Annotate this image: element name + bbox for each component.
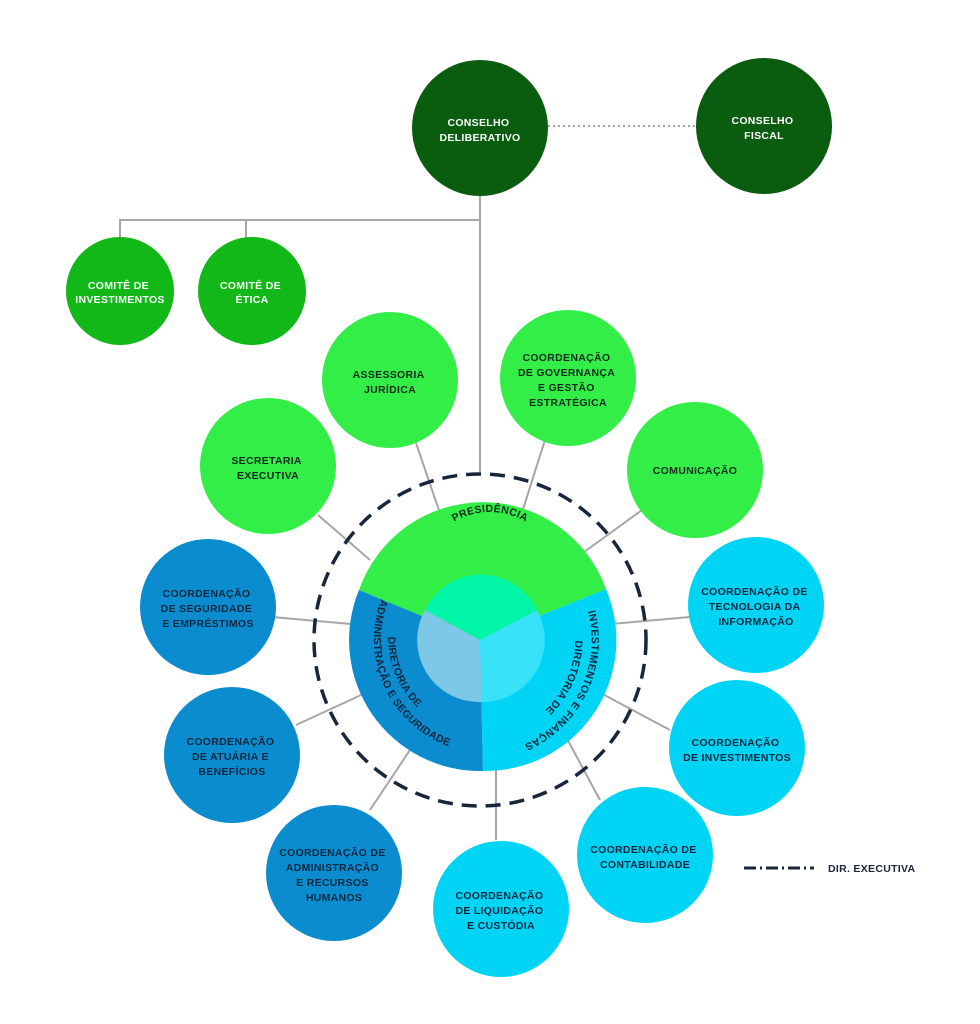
node-comite-etica[interactable]: COMITÊ DE ÉTICA bbox=[198, 237, 306, 345]
node-comite-investimentos[interactable]: COMITÊ DE INVESTIMENTOS bbox=[66, 237, 174, 345]
node-coord-atuaria[interactable]: COORDENAÇÃO DE ATUÁRIA E BENEFÍCIOS bbox=[164, 687, 300, 823]
node-label: COMITÊ DE ÉTICA bbox=[220, 279, 284, 306]
node-label: COMUNICAÇÃO bbox=[653, 464, 737, 477]
node-label: CONSELHO FISCAL bbox=[731, 115, 796, 142]
inner-green bbox=[425, 574, 537, 640]
node-label: COMITÊ DE INVESTIMENTOS bbox=[75, 279, 164, 306]
node-coord-liquidacao[interactable]: COORDENAÇÃO DE LIQUIDAÇÃO E CUSTÓDIA bbox=[433, 841, 569, 977]
inner-cyan bbox=[480, 610, 545, 703]
node-label: COORDENAÇÃO DE ATUÁRIA E BENEFÍCIOS bbox=[186, 735, 277, 778]
presidencia-sector[interactable] bbox=[359, 502, 606, 640]
node-conselho-deliberativo[interactable]: CONSELHO DELIBERATIVO bbox=[412, 60, 548, 196]
node-label: COORDENAÇÃO DE TECNOLOGIA DA INFORMAÇÃO bbox=[701, 585, 811, 628]
node-comunicacao[interactable]: COMUNICAÇÃO bbox=[627, 402, 763, 538]
node-label: COORDENAÇÃO DE LIQUIDAÇÃO E CUSTÓDIA bbox=[455, 889, 546, 932]
node-label: COORDENAÇÃO DE GOVERNANÇA E GESTÃO ESTRA… bbox=[518, 351, 618, 409]
dir-executiva-ring bbox=[312, 472, 648, 808]
node-assessoria-juridica[interactable]: ASSESSORIA JURÍDICA bbox=[322, 312, 458, 448]
node-coord-investimentos[interactable]: COORDENAÇÃO DE INVESTIMENTOS bbox=[669, 680, 805, 816]
node-coord-seguridade[interactable]: COORDENAÇÃO DE SEGURIDADE E EMPRÉSTIMOS bbox=[140, 539, 276, 675]
inner-blue bbox=[417, 610, 482, 703]
node-label: SECRETARIA EXECUTIVA bbox=[231, 455, 304, 482]
node-conselho-fiscal[interactable]: CONSELHO FISCAL bbox=[696, 58, 832, 194]
node-coord-governanca[interactable]: COORDENAÇÃO DE GOVERNANÇA E GESTÃO ESTRA… bbox=[500, 310, 636, 446]
node-label: COORDENAÇÃO DE CONTABILIDADE bbox=[590, 843, 700, 871]
node-label: COORDENAÇÃO DE ADMINISTRAÇÃO E RECURSOS … bbox=[279, 846, 389, 904]
node-label: COORDENAÇÃO DE INVESTIMENTOS bbox=[683, 736, 791, 764]
connector-lines bbox=[119, 195, 691, 840]
legend: DIR. EXECUTIVA bbox=[744, 863, 916, 875]
node-coord-contabilidade[interactable]: COORDENAÇÃO DE CONTABILIDADE bbox=[577, 787, 713, 923]
node-secretaria-executiva[interactable]: SECRETARIA EXECUTIVA bbox=[200, 398, 336, 534]
legend-label: DIR. EXECUTIVA bbox=[828, 863, 916, 875]
node-label: COORDENAÇÃO DE SEGURIDADE E EMPRÉSTIMOS bbox=[161, 587, 256, 630]
node-label: ASSESSORIA JURÍDICA bbox=[353, 369, 428, 396]
node-coord-tecnologia[interactable]: COORDENAÇÃO DE TECNOLOGIA DA INFORMAÇÃO bbox=[688, 537, 824, 673]
node-label: CONSELHO DELIBERATIVO bbox=[440, 117, 521, 144]
node-coord-administracao[interactable]: COORDENAÇÃO DE ADMINISTRAÇÃO E RECURSOS … bbox=[266, 805, 402, 941]
center-pie: PRESIDÊNCIA DIRETORIA DE ADMINISTRAÇÃO E… bbox=[349, 502, 617, 772]
